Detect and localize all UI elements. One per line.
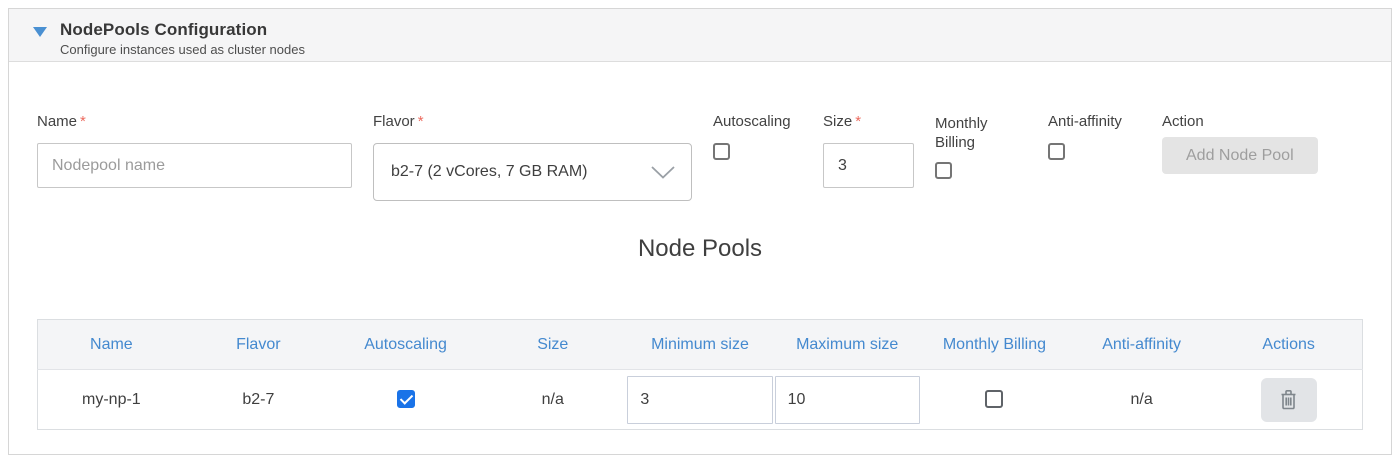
- cell-minimum-size: [626, 370, 773, 430]
- column-header-flavor: Flavor: [184, 319, 332, 370]
- column-header-maximum-size: Maximum size: [773, 319, 921, 370]
- maximum-size-input[interactable]: [774, 375, 920, 424]
- panel-subtitle: Configure instances used as cluster node…: [60, 42, 305, 57]
- cell-maximum-size: [774, 370, 921, 430]
- collapse-caret-icon[interactable]: [33, 27, 47, 37]
- node-pools-table: Name Flavor Autoscaling Size Minimum siz…: [37, 319, 1363, 430]
- autoscaling-checkbox[interactable]: [713, 143, 730, 160]
- row-autoscaling-checkbox[interactable]: [396, 390, 415, 409]
- column-header-name: Name: [37, 319, 185, 370]
- column-header-monthly-billing: Monthly Billing: [920, 319, 1069, 370]
- row-monthly-billing-checkbox[interactable]: [985, 390, 1004, 409]
- column-header-minimum-size: Minimum size: [626, 319, 774, 370]
- size-input[interactable]: [823, 143, 914, 188]
- size-field-group: Size*: [823, 114, 914, 188]
- name-field-group: Name*: [37, 114, 352, 188]
- cell-flavor: b2-7: [242, 390, 275, 408]
- panel-header-text: NodePools Configuration Configure instan…: [60, 20, 305, 57]
- nodepool-name-input[interactable]: [37, 143, 352, 188]
- flavor-label: Flavor*: [373, 113, 424, 130]
- cell-anti-affinity: n/a: [1130, 390, 1153, 408]
- monthly-billing-field-group: Monthly Billing: [935, 114, 1008, 179]
- cell-monthly-billing: [921, 370, 1068, 430]
- required-asterisk: *: [855, 113, 862, 130]
- anti-affinity-label: Anti-affinity: [1048, 113, 1122, 130]
- autoscaling-label: Autoscaling: [713, 113, 791, 130]
- nodepool-form: Name* Flavor* b2-7 (2 vCores, 7 GB RAM) …: [37, 114, 1363, 201]
- column-header-autoscaling: Autoscaling: [331, 319, 480, 370]
- panel-title: NodePools Configuration: [60, 20, 268, 39]
- column-header-anti-affinity: Anti-affinity: [1068, 319, 1216, 370]
- nodepools-configuration-panel: NodePools Configuration Configure instan…: [8, 8, 1392, 455]
- flavor-selected-value: b2-7 (2 vCores, 7 GB RAM): [391, 163, 588, 180]
- required-asterisk: *: [417, 113, 424, 130]
- flavor-field-group: Flavor* b2-7 (2 vCores, 7 GB RAM): [373, 114, 692, 201]
- panel-header[interactable]: NodePools Configuration Configure instan…: [9, 9, 1391, 62]
- monthly-billing-label: Monthly Billing: [935, 115, 988, 151]
- required-asterisk: *: [80, 113, 86, 130]
- cell-size: n/a: [541, 390, 564, 408]
- action-label: Action: [1162, 113, 1204, 130]
- minimum-size-input[interactable]: [627, 375, 773, 424]
- panel-body: Name* Flavor* b2-7 (2 vCores, 7 GB RAM) …: [9, 62, 1391, 456]
- add-node-pool-button[interactable]: Add Node Pool: [1162, 137, 1318, 174]
- trash-icon: [1281, 390, 1296, 410]
- action-field-group: Action Add Node Pool: [1162, 114, 1342, 174]
- cell-actions: [1215, 370, 1362, 430]
- column-header-size: Size: [479, 319, 627, 370]
- table-header-row: Name Flavor Autoscaling Size Minimum siz…: [37, 319, 1363, 370]
- flavor-select[interactable]: b2-7 (2 vCores, 7 GB RAM): [373, 143, 692, 201]
- node-pools-heading: Node Pools: [637, 235, 763, 262]
- anti-affinity-checkbox[interactable]: [1048, 143, 1065, 160]
- anti-affinity-field-group: Anti-affinity: [1048, 114, 1136, 160]
- name-label: Name*: [37, 113, 86, 130]
- monthly-billing-checkbox[interactable]: [935, 162, 952, 179]
- cell-autoscaling: [332, 370, 479, 430]
- size-label: Size*: [823, 113, 862, 130]
- chevron-down-icon: [651, 165, 675, 179]
- autoscaling-field-group: Autoscaling: [713, 114, 802, 160]
- column-header-actions: Actions: [1215, 319, 1363, 370]
- delete-node-pool-button[interactable]: [1260, 377, 1317, 422]
- cell-name: my-np-1: [82, 390, 141, 408]
- table-row: my-np-1 b2-7 n/a n/a: [38, 370, 1363, 430]
